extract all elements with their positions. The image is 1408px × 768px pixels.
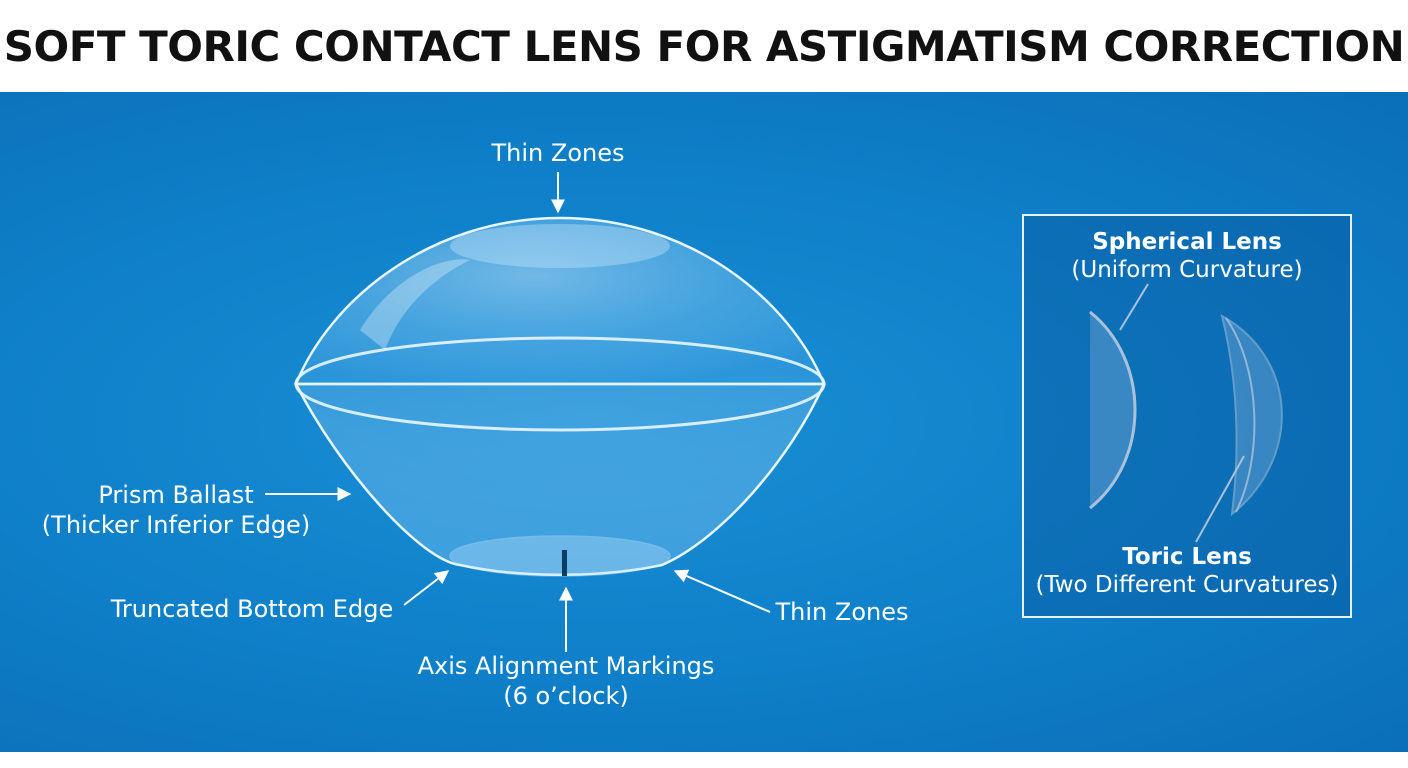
- axis-markings-subtext: (6 o’clock): [503, 682, 629, 710]
- prism-ballast-subtext: (Thicker Inferior Edge): [41, 511, 311, 539]
- axis-alignment-mark: [562, 550, 567, 576]
- truncated-bottom-ellipse: [449, 535, 671, 577]
- lens-comparison-inset: [1022, 214, 1352, 618]
- axis-markings-text: Axis Alignment Markings: [417, 652, 715, 680]
- thin-zones-right-text: Thin Zones: [775, 598, 909, 626]
- toric-lens-profile: [1220, 313, 1283, 517]
- label-truncated-edge: Truncated Bottom Edge: [100, 594, 404, 624]
- spherical-lens-curve: [1089, 310, 1137, 510]
- lens-top-highlight: [450, 224, 670, 268]
- label-toric-lens: Toric Lens (Two Different Curvatures): [1030, 543, 1344, 599]
- inset-lens-profiles: [1089, 283, 1283, 543]
- spherical-lens-subtitle: (Uniform Curvature): [1071, 257, 1303, 283]
- spherical-lens-profile: [1090, 312, 1135, 508]
- lens-lower-body: [293, 382, 826, 576]
- diagram-title: SOFT TORIC CONTACT LENS FOR ASTIGMATISM …: [3, 21, 1405, 71]
- label-thin-zones-top: Thin Zones: [470, 138, 646, 168]
- bottom-strip: [0, 752, 1408, 768]
- spherical-pointer-line: [1119, 283, 1149, 331]
- label-thin-zones-right: Thin Zones: [764, 597, 920, 627]
- callout-arrows: [265, 172, 771, 652]
- toric-lens-illustration: [293, 216, 826, 577]
- label-axis-markings: Axis Alignment Markings (6 o’clock): [396, 651, 736, 711]
- toric-lens-inner-curve: [1225, 317, 1256, 513]
- label-prism-ballast: Prism Ballast (Thicker Inferior Edge): [30, 480, 322, 540]
- prism-ballast-text: Prism Ballast: [98, 481, 254, 509]
- arrow-truncated-edge: [403, 570, 450, 606]
- toric-lens-title: Toric Lens: [1122, 544, 1252, 570]
- truncated-edge-text: Truncated Bottom Edge: [110, 595, 394, 623]
- lens-upper-dome: [294, 216, 826, 386]
- spherical-lens-title: Spherical Lens: [1092, 229, 1282, 255]
- thin-zones-top-text: Thin Zones: [491, 139, 625, 167]
- lens-gloss-reflection: [360, 259, 470, 350]
- label-spherical-lens: Spherical Lens (Uniform Curvature): [1030, 228, 1344, 284]
- toric-lens-subtitle: (Two Different Curvatures): [1035, 572, 1339, 598]
- arrow-thin-zones-right: [673, 569, 771, 613]
- toric-pointer-line: [1195, 455, 1245, 543]
- lens-equator-rim: [294, 336, 826, 432]
